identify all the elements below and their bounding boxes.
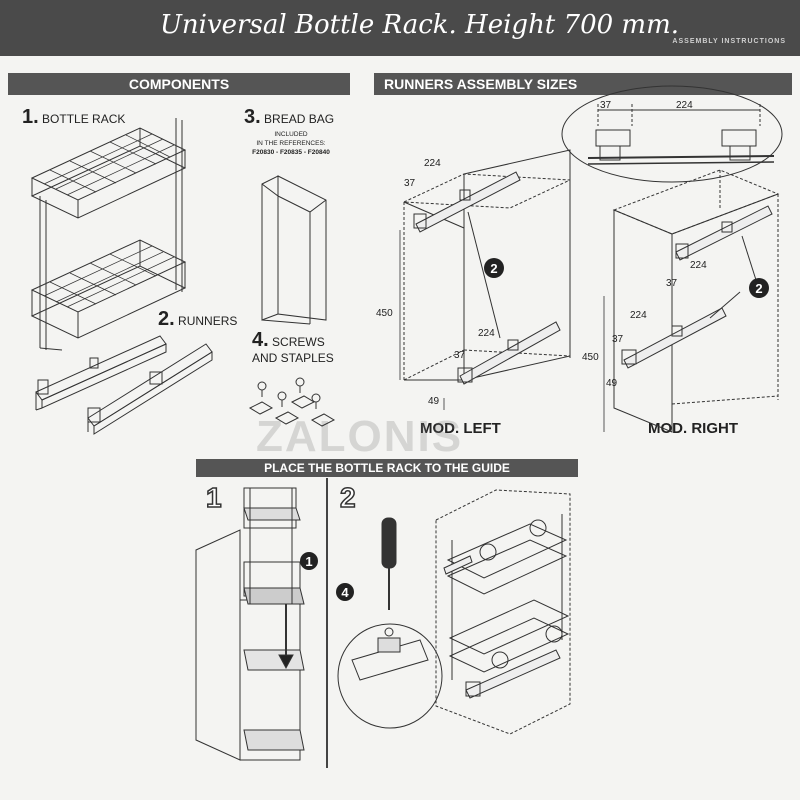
mod-left-runners	[413, 171, 561, 385]
guide-heading: PLACE THE BOTTLE RACK TO THE GUIDE	[196, 459, 578, 477]
mod-right-runners	[621, 205, 773, 369]
mod-right-label: MOD. RIGHT	[648, 420, 738, 437]
bread-bag-drawing	[261, 175, 327, 325]
component-runners-label: 2. RUNNERS	[158, 308, 238, 330]
component-screws-label: 4. SCREWS AND STAPLES	[252, 329, 334, 365]
screws-staples-drawing	[248, 377, 336, 427]
right-dim-450: 450	[582, 352, 599, 363]
bread-bag-note: INCLUDED IN THE REFERENCES: F20830 - F20…	[252, 131, 330, 156]
step1-callout: 1	[305, 554, 312, 569]
right-runner-callout: 2	[755, 281, 762, 296]
guide-divider	[326, 478, 328, 768]
right-dim-49: 49	[606, 378, 618, 389]
right-dim-224-bottom: 224	[630, 310, 647, 321]
brand-watermark: ZALONIS	[256, 412, 464, 461]
mod-right-cabinet	[612, 169, 780, 433]
components-heading: COMPONENTS	[8, 73, 350, 95]
callout-circles	[300, 258, 769, 601]
runners-heading: RUNNERS ASSEMBLY SIZES	[374, 73, 792, 95]
guide-step2-drawing	[337, 489, 571, 735]
runner-detail-ellipse	[561, 85, 783, 183]
page-subtitle: ASSEMBLY INSTRUCTIONS	[672, 38, 786, 45]
guide-step-2-number: 2	[339, 481, 356, 514]
left-dim-37-bottom: 37	[454, 350, 466, 361]
header-bar: Universal Bottle Rack. Height 700 mm. AS…	[0, 0, 800, 56]
left-dim-49: 49	[428, 396, 440, 407]
mod-left-cabinet	[403, 173, 571, 381]
left-runner-callout: 2	[490, 261, 497, 276]
bottle-rack-drawing	[30, 118, 187, 351]
right-dim-37-top: 37	[666, 278, 678, 289]
left-dim-37-top: 37	[404, 178, 416, 189]
right-dim-37-bottom: 37	[612, 334, 624, 345]
detail-dim-37: 37	[600, 100, 612, 111]
step2-callout: 4	[341, 585, 349, 600]
left-dim-224-top: 224	[424, 158, 441, 169]
component-bread-bag-label: 3. BREAD BAG	[244, 106, 335, 128]
guide-step-1-number: 1	[205, 481, 222, 514]
right-dim-224-top: 224	[690, 260, 707, 271]
page-title: Universal Bottle Rack. Height 700 mm.	[160, 10, 679, 40]
component-bottle-rack-label: 1. BOTTLE RACK	[22, 106, 126, 128]
left-dim-224-bottom: 224	[478, 328, 495, 339]
left-dim-450: 450	[376, 308, 393, 319]
mod-left-label: MOD. LEFT	[420, 420, 501, 437]
guide-step1-drawing	[195, 487, 305, 761]
runners-drawing	[35, 335, 213, 435]
detail-dim-224: 224	[676, 100, 693, 111]
